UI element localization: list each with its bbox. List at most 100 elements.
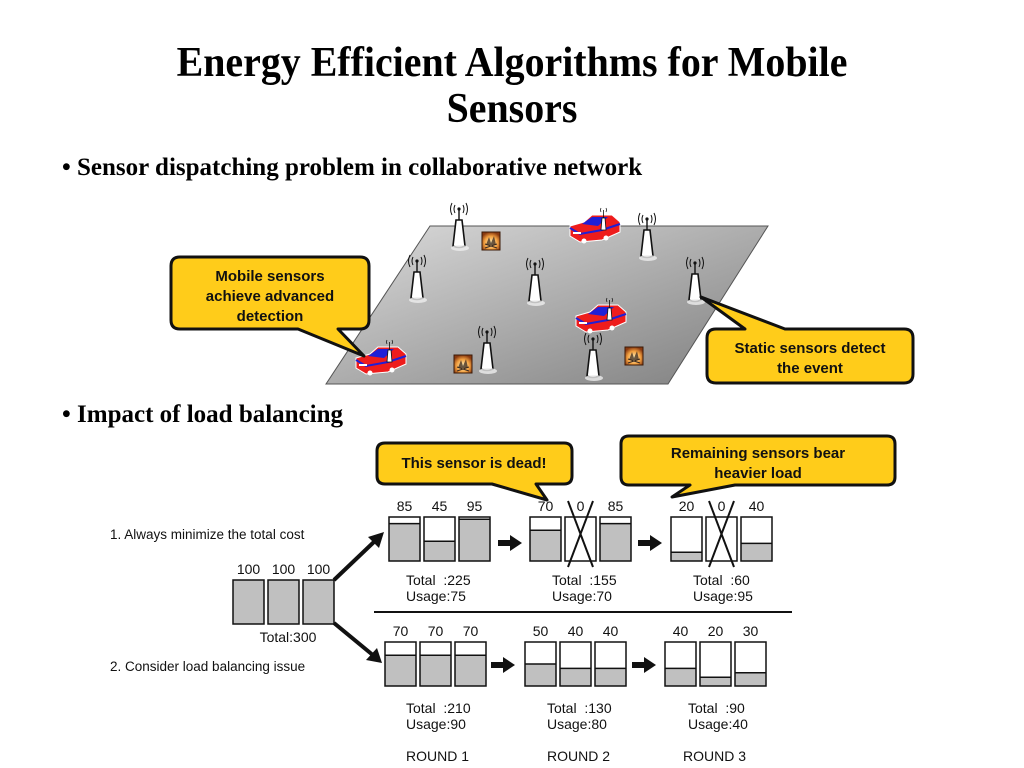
- round-total: Total :155: [552, 572, 617, 588]
- battery-value-label: 70: [538, 498, 554, 514]
- battery-outline: [524, 641, 557, 687]
- battery-empty: [706, 517, 737, 561]
- event-fire-icon: [624, 346, 644, 366]
- initial-total-label: Total:300: [260, 629, 317, 645]
- arrow-to-strategy-1: [332, 538, 378, 582]
- battery-fill: [560, 668, 591, 686]
- strategy-2-label: 2. Consider load balancing issue: [110, 659, 305, 674]
- bullet-load-balancing: • Impact of load balancing: [62, 401, 343, 429]
- battery-outline: [388, 516, 421, 562]
- battery-fill: [459, 519, 490, 561]
- battery: 40: [559, 623, 592, 687]
- round-usage: Usage:95: [693, 588, 753, 604]
- callout-static-line-1: Static sensors detect: [735, 340, 886, 357]
- battery-fill: [700, 677, 731, 686]
- battery: 70: [529, 498, 562, 562]
- battery-outline: [594, 641, 627, 687]
- arrow-right-icon: [638, 535, 662, 551]
- strategy-2-round-stats: Total :210 Usage:90 Total :130 Usage:80 …: [406, 700, 748, 732]
- battery-fill: [455, 655, 486, 686]
- slide-title-line-1: Energy Efficient Algorithms for Mobile: [176, 40, 848, 86]
- battery-value-label: 50: [533, 623, 549, 639]
- battery-value-label: 70: [463, 623, 479, 639]
- battery-value-label: 40: [568, 623, 584, 639]
- battery-fill: [665, 668, 696, 686]
- event-fire-icon: [453, 354, 473, 374]
- callout-mobile-line-3: detection: [237, 308, 304, 325]
- battery-value-label: 100: [307, 561, 331, 577]
- battery-empty: [565, 517, 596, 561]
- callout-mobile-sensors: Mobile sensors achieve advanced detectio…: [169, 255, 371, 358]
- battery-outline: [734, 641, 767, 687]
- callout-dead-text: This sensor is dead!: [401, 455, 546, 472]
- battery-outline: [458, 516, 491, 562]
- battery-value-label: 0: [718, 498, 726, 514]
- arrowhead: [368, 532, 384, 548]
- battery-outline: [423, 516, 456, 562]
- battery: 70: [419, 623, 452, 687]
- round-total: Total :225: [406, 572, 471, 588]
- battery-value-label: 70: [428, 623, 444, 639]
- battery: 85: [599, 498, 632, 562]
- strategy-2-round-3-batteries: 40 20 30: [664, 623, 767, 687]
- battery-value-label: 100: [272, 561, 296, 577]
- battery-value-label: 20: [708, 623, 724, 639]
- battery-outline: [559, 641, 592, 687]
- battery-fill: [389, 523, 420, 561]
- battery-fill: [671, 552, 702, 561]
- round-label-1: ROUND 1: [406, 748, 469, 764]
- battery-outline: [740, 516, 773, 562]
- bullet-text: Sensor dispatching problem in collaborat…: [77, 154, 643, 181]
- battery: 0: [705, 498, 738, 568]
- battery: 40: [740, 498, 773, 562]
- battery-outline: [529, 516, 562, 562]
- battery: 30: [734, 623, 767, 687]
- battery-value-label: 30: [743, 623, 759, 639]
- arrow-right-icon: [498, 535, 522, 551]
- battery: 85: [388, 498, 421, 562]
- battery-value-label: 45: [432, 498, 448, 514]
- battery-value-label: 40: [673, 623, 689, 639]
- callout-remaining-sensors: Remaining sensors bear heavier load: [619, 434, 897, 499]
- round-usage: Usage:90: [406, 716, 466, 732]
- battery-value-label: 40: [749, 498, 765, 514]
- battery: 100: [232, 561, 265, 625]
- battery-fill: [268, 580, 299, 624]
- battery: 0: [564, 498, 597, 568]
- arrow-right-icon: [491, 657, 515, 673]
- callout-static-sensors: Static sensors detect the event: [699, 295, 915, 385]
- branch-arrows: [332, 532, 384, 663]
- dead-cross-line: [567, 500, 594, 568]
- battery-fill: [741, 543, 772, 561]
- battery-fill: [420, 655, 451, 686]
- battery: 20: [699, 623, 732, 687]
- arrow-right-icon: [632, 657, 656, 673]
- event-fire-icon: [481, 231, 501, 251]
- round-arrows: [491, 535, 662, 673]
- bullet-text: Impact of load balancing: [77, 401, 344, 428]
- battery-outline: [302, 579, 335, 625]
- slide-title: Energy Efficient Algorithms for Mobile S…: [26, 40, 999, 132]
- slide-title-line-2: Sensors: [446, 86, 578, 132]
- battery: 50: [524, 623, 557, 687]
- battery-fill: [424, 541, 455, 561]
- battery-outline: [705, 516, 738, 562]
- round-usage: Usage:75: [406, 588, 466, 604]
- callout-remaining-line-2: heavier load: [714, 465, 802, 482]
- round-label-3: ROUND 3: [683, 748, 746, 764]
- battery-outline: [699, 641, 732, 687]
- dead-cross-line: [708, 500, 735, 568]
- battery-fill: [735, 672, 766, 686]
- callout-mobile-line-2: achieve advanced: [206, 288, 334, 305]
- round-total: Total :210: [406, 700, 471, 716]
- round-usage: Usage:80: [547, 716, 607, 732]
- battery: 45: [423, 498, 456, 562]
- callout-static-line-2: the event: [777, 360, 843, 377]
- battery-fill: [233, 580, 264, 624]
